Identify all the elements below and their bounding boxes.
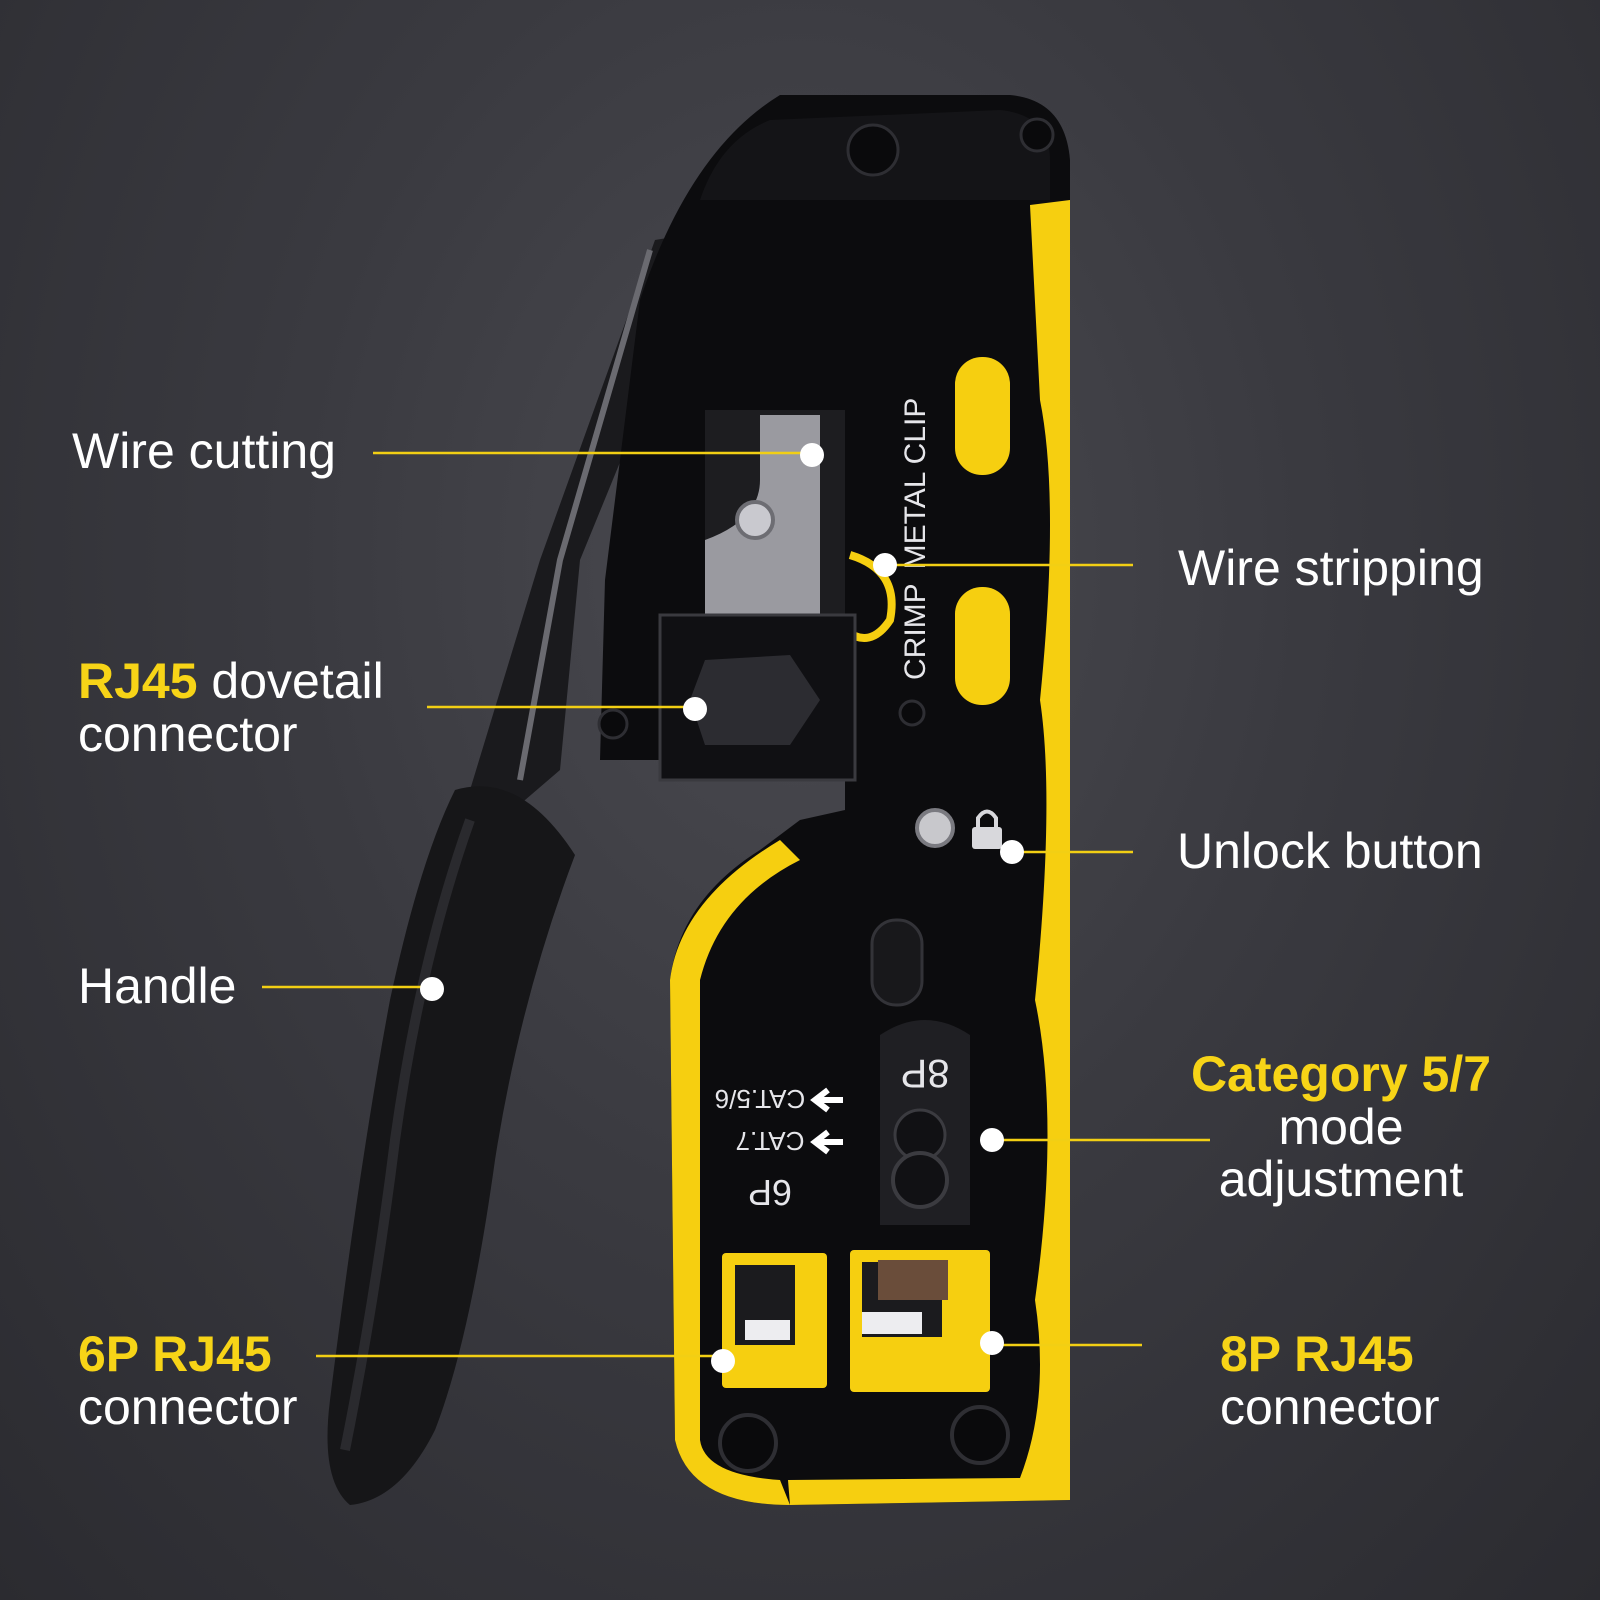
callout-dots <box>420 443 1024 1373</box>
die-8p-contact-plate <box>862 1312 922 1334</box>
marking-crimp-metal-clip: CRIMPMETAL CLIP <box>899 398 932 680</box>
dot-category <box>980 1128 1004 1152</box>
bottom-rivet-left <box>718 1413 778 1473</box>
dot-handle <box>420 977 444 1001</box>
label-unlock-button: Unlock button <box>1177 823 1483 879</box>
yellow-rail <box>788 200 1070 1505</box>
tool-body <box>600 95 1070 1505</box>
yellow-slot-top <box>955 357 1010 475</box>
bottom-rivet-right <box>950 1405 1010 1465</box>
blade-screw <box>735 500 775 540</box>
top-rivet-2 <box>1019 117 1055 153</box>
marking-8p: 8P <box>901 1051 950 1095</box>
lock-icon <box>972 809 1002 849</box>
yellow-slot-bottom <box>955 587 1010 705</box>
label-wire-cutting: Wire cutting <box>72 423 336 479</box>
label-8p-rj45: 8P RJ45 connector <box>1220 1326 1440 1435</box>
handle-grip-highlight <box>340 818 475 1451</box>
unlock-button-shape <box>915 808 955 848</box>
die-8p-contacts <box>878 1260 948 1300</box>
stripping-notch <box>842 551 896 642</box>
marking-6p: 6P <box>748 1172 792 1213</box>
dot-wire-stripping <box>873 553 897 577</box>
label-rj45-dovetail: RJ45 dovetail connector <box>78 653 384 762</box>
dovetail-cavity <box>690 655 820 745</box>
die-rivet <box>597 708 629 740</box>
handle-grip <box>327 786 575 1505</box>
marking-cat7: CAT.7 <box>736 1126 805 1156</box>
label-wire-stripping: Wire stripping <box>1178 540 1484 596</box>
die-6p-contact <box>745 1320 790 1340</box>
marking-cat56: CAT.5/6 <box>715 1084 806 1114</box>
dot-6p <box>711 1349 735 1373</box>
arrow-cat56 <box>810 1087 843 1113</box>
label-handle: Handle <box>78 958 237 1014</box>
dot-wire-cutting <box>800 443 824 467</box>
dot-unlock <box>1000 840 1024 864</box>
yellow-base-edge <box>670 840 800 1505</box>
mode-selector-screw <box>891 1151 949 1209</box>
handle-lever <box>470 230 715 830</box>
top-rivet-1 <box>846 123 900 177</box>
slider-track <box>870 918 924 1007</box>
label-6p-rj45: 6P RJ45 connector <box>78 1326 298 1435</box>
dot-8p <box>980 1331 1004 1355</box>
callout-lines <box>262 451 1210 1358</box>
arrow-cat7 <box>810 1129 843 1155</box>
body-rivet-mid <box>898 699 926 727</box>
dot-dovetail <box>683 697 707 721</box>
label-category-mode: Category 5/7 mode adjustment <box>1190 1046 1492 1207</box>
